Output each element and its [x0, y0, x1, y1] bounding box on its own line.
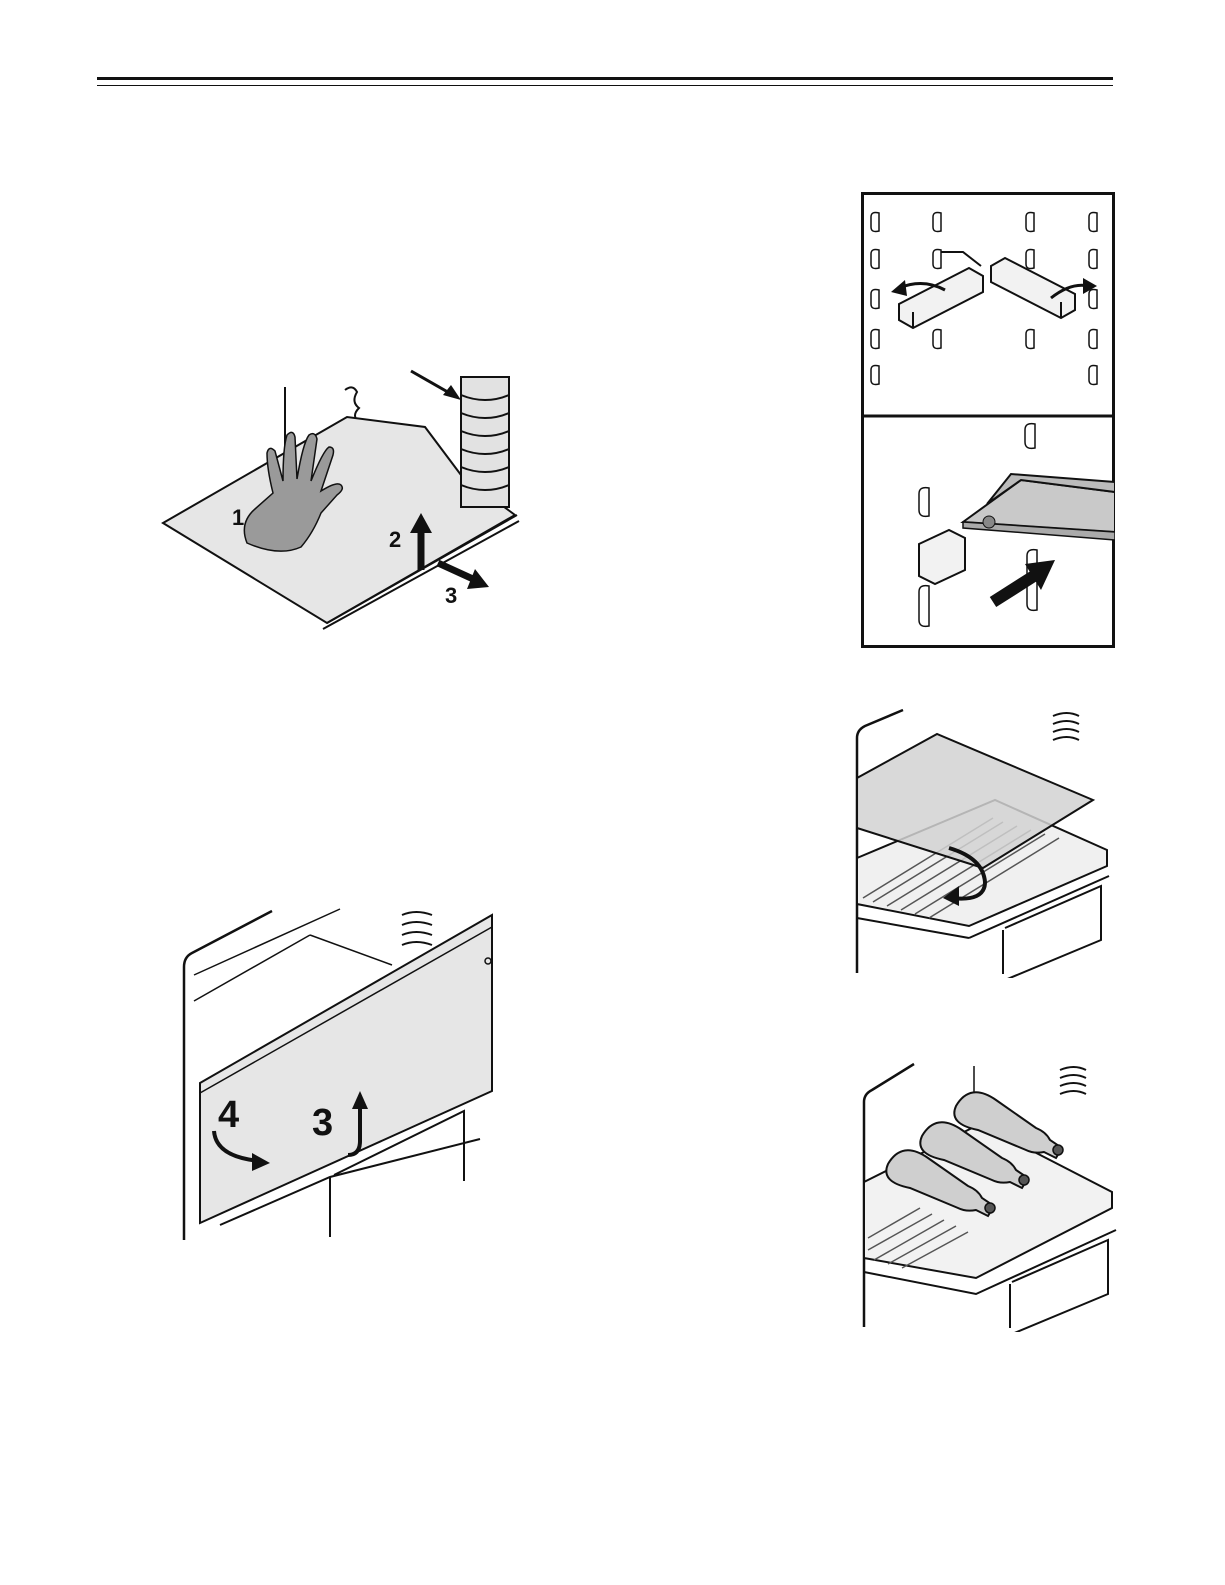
- header-rule-thin: [97, 85, 1113, 86]
- shelf-removal-illustration: 1 2 3: [155, 365, 530, 630]
- wine-bottles-illustration: [860, 1062, 1118, 1332]
- step-label-3: 3: [445, 583, 457, 608]
- support-brackets-illustration: [861, 192, 1115, 648]
- step-label-4: 4: [218, 1094, 239, 1136]
- step-label-1: 1: [232, 505, 244, 530]
- figure-panel-removal: 4 3: [180, 905, 500, 1240]
- step-label-3b: 3: [312, 1102, 333, 1144]
- figure-support-brackets: [861, 192, 1115, 648]
- step-label-2: 2: [389, 527, 401, 552]
- header-rule-thick: [97, 77, 1113, 80]
- glass-plate-rack-illustration: [853, 708, 1115, 978]
- panel-removal-illustration: 4 3: [180, 905, 500, 1240]
- figure-wine-bottles: [860, 1062, 1118, 1332]
- figure-glass-plate-rack: [853, 708, 1115, 978]
- figure-shelf-removal: 1 2 3: [155, 365, 530, 630]
